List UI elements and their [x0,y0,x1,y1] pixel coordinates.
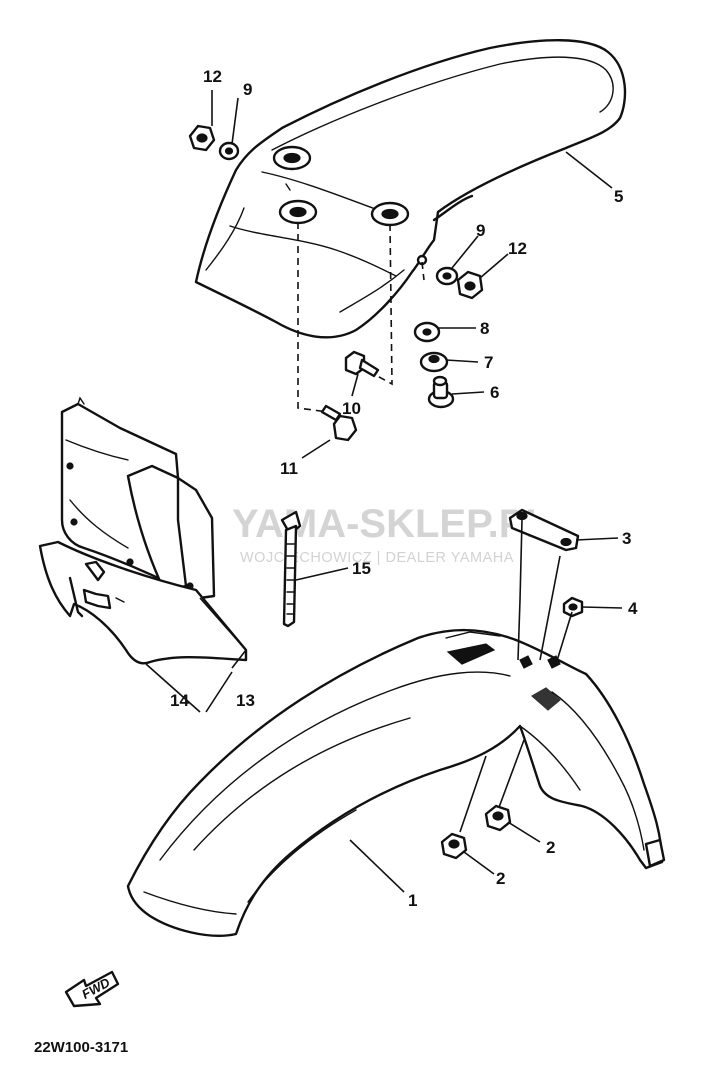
callout-6: 6 [490,383,499,402]
callout-2-lower: 2 [496,869,505,888]
callout-14: 14 [170,691,189,710]
bolt-2-lower [440,832,468,860]
callout-12-left: 12 [203,67,222,86]
washer-8 [413,321,441,343]
side-plate-13 [60,396,216,600]
callout-13: 13 [236,691,255,710]
bracket-3 [508,508,580,552]
rear-fender [194,39,627,339]
front-fender [126,628,666,937]
callout-9-left: 9 [243,80,252,99]
plate-14 [38,540,248,665]
callout-9-right: 9 [476,221,485,240]
rear-washer-9-left [218,141,240,161]
callout-2-upper: 2 [546,838,555,857]
callout-12-right: 12 [508,239,527,258]
cable-band-15 [280,510,302,628]
fwd-arrow: FWD [64,970,120,1008]
bolt-11 [320,404,358,442]
watermark-subtitle: WOJCIECHOWICZ | DEALER YAMAHA [240,550,514,566]
rear-washer-9-right [435,266,459,286]
nut-4 [562,596,584,618]
leader-lines [145,90,623,893]
collar-7 [419,351,449,373]
watermark-brand: YAMA-SKLEP.PL [232,502,550,546]
bolt-6 [427,375,455,409]
front-fender-assembly-lines [459,519,573,833]
rear-nut-12-left [188,124,216,152]
callout-3: 3 [622,529,631,548]
callout-7: 7 [484,353,493,372]
callout-10: 10 [342,399,361,418]
callout-5: 5 [614,187,623,206]
callout-11: 11 [280,459,298,478]
rear-nut-12-right [456,270,484,300]
bolt-2-upper [484,804,512,832]
rear-fender-assembly-lines [297,222,425,413]
callout-4: 4 [628,599,638,618]
bolt-10 [344,350,380,378]
callouts: 12 9 5 9 12 8 7 6 10 11 15 3 4 13 14 1 2… [170,67,638,910]
diagram-code: 22W100-3171 [34,1039,128,1056]
callout-8: 8 [480,319,489,338]
callout-1: 1 [408,891,417,910]
callout-15: 15 [352,559,371,578]
